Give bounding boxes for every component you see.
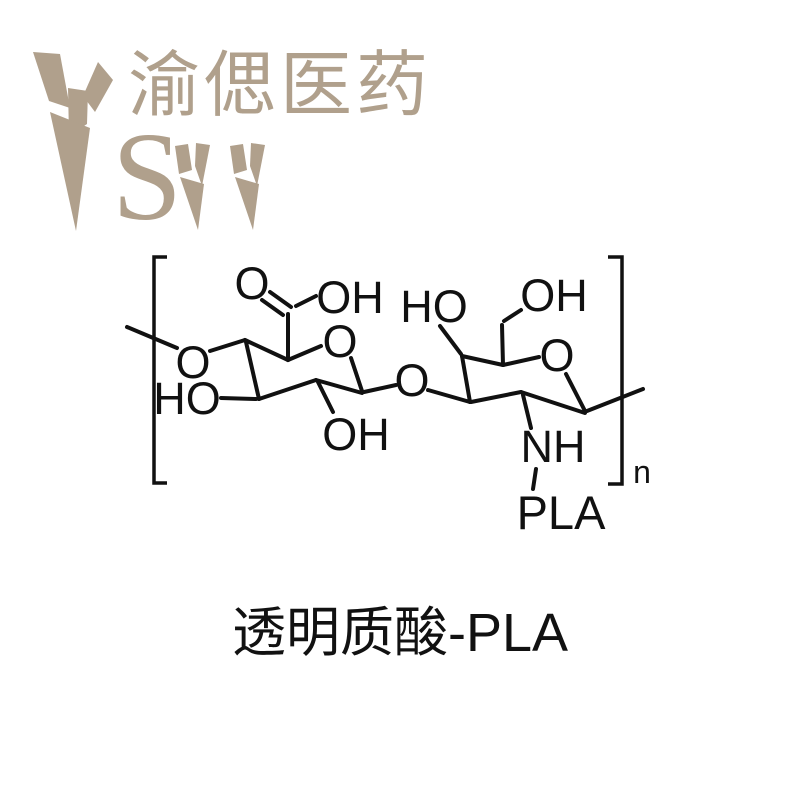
bond-c-nh (521, 393, 533, 430)
wedge1-bottom-icon (180, 177, 204, 230)
nh-label: NH (521, 421, 586, 472)
bond (244, 340, 261, 401)
pla-label: PLA (517, 486, 606, 539)
bond (294, 294, 318, 308)
bond (362, 383, 398, 394)
ring2-oxygen-label: O (539, 330, 574, 381)
chain-oxygen-label: O (175, 337, 210, 388)
ch2-oh-label: OH (520, 270, 588, 321)
bond (519, 390, 587, 415)
brand-logo-icon (33, 52, 113, 231)
bond (500, 323, 505, 367)
bond (460, 354, 472, 404)
bond (426, 388, 472, 404)
bond (349, 356, 364, 393)
logo-bottom-point-icon (50, 112, 90, 231)
repeat-n-label: n (633, 454, 651, 490)
bond-chain-entry (125, 325, 179, 350)
bond-double-2 (260, 298, 285, 317)
brand-letter-s: S (112, 108, 183, 247)
brand-name-chinese: 渝偲医药 (128, 46, 433, 126)
glycosidic-oxygen-label: O (394, 355, 429, 406)
ho-left-label: HO (153, 373, 221, 424)
wedge1-right-ear-icon (195, 143, 210, 186)
bond (286, 344, 323, 362)
wedge2-bottom-icon (235, 177, 259, 230)
bond (438, 324, 463, 356)
bond (501, 355, 541, 367)
bond (316, 380, 335, 414)
bond-lines (125, 290, 645, 491)
wedge2-left-ear-icon (230, 144, 247, 174)
bond (564, 372, 587, 413)
caption-latin: -PLA (447, 603, 569, 663)
carboxyl-oxygen-label: O (234, 258, 269, 309)
ring1-oxygen-label: O (322, 316, 357, 367)
bond (460, 354, 505, 367)
caption: 透明质酸-PLA (0, 588, 800, 667)
atom-labels: O O OH O HO OH O HO OH O NH PLA n (153, 258, 651, 539)
carboxyl-oh-label: OH (316, 272, 384, 323)
bond (502, 308, 523, 323)
brand-wedge-icons (175, 143, 265, 230)
right-bracket (608, 255, 624, 486)
bond-nh-pla (531, 467, 538, 491)
bond (257, 378, 318, 401)
bond-double-1 (268, 290, 293, 309)
logo-right-arm-icon (83, 62, 113, 112)
ho-right-label: HO (400, 281, 468, 332)
caption-chinese: 透明质酸 (231, 603, 448, 663)
wedge1-left-ear-icon (175, 144, 192, 174)
left-bracket (152, 255, 167, 485)
bond (219, 396, 258, 401)
bond (208, 338, 247, 353)
bond (243, 338, 290, 362)
logo-left-arm-icon (33, 52, 70, 108)
bond-chain-exit (585, 387, 645, 413)
oh-bottom-label: OH (322, 409, 390, 460)
bond (314, 378, 364, 395)
bond (469, 390, 523, 404)
wedge2-right-ear-icon (250, 143, 265, 186)
